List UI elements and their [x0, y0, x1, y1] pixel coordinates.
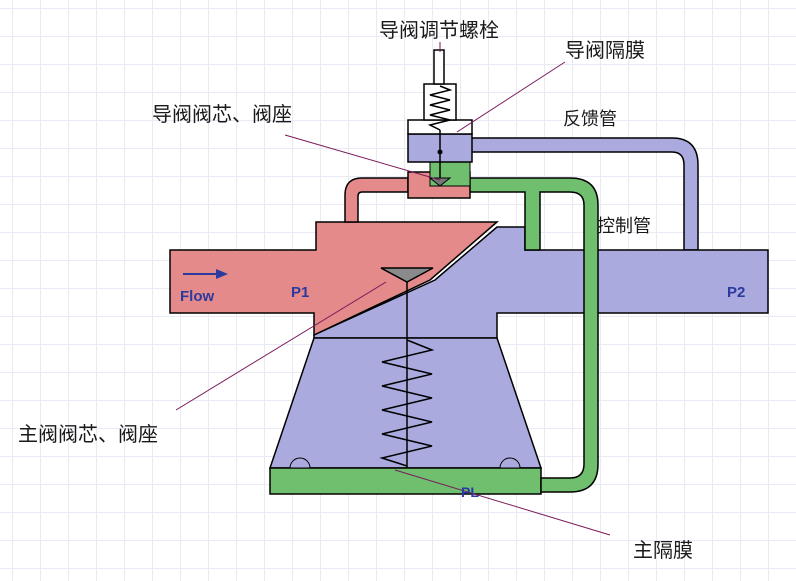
main-chamber: [268, 337, 543, 469]
label-flow: Flow: [180, 288, 215, 305]
label-pilot-diaphragm: 导阀隔膜: [565, 38, 645, 62]
pilot-adjust-bolt: [433, 49, 445, 85]
label-main-diaphragm: 主隔膜: [633, 538, 693, 562]
main-diaphragm-base: [269, 467, 542, 495]
inlet-sensing-pipe: [344, 177, 409, 223]
label-pilot-core-seat: 导阀阀芯、阀座: [152, 102, 292, 126]
pilot-spring: [427, 85, 453, 131]
inlet-body: [169, 221, 500, 337]
main-spring: [379, 339, 435, 467]
label-control-pipe: 控制管: [597, 216, 651, 237]
label-p2: P2: [727, 284, 746, 301]
main-valve-core: [380, 267, 434, 283]
pilot-core: [428, 177, 452, 187]
flow-arrow-icon: [216, 269, 228, 279]
label-p1: P1: [291, 284, 310, 301]
control-pipe: [429, 177, 599, 493]
label-pilot-adjust-bolt: 导阀调节螺栓: [379, 18, 499, 42]
label-pl: PL: [461, 484, 479, 500]
label-feedback-pipe: 反馈管: [563, 109, 617, 130]
label-main-core-seat: 主阀阀芯、阀座: [18, 422, 158, 446]
